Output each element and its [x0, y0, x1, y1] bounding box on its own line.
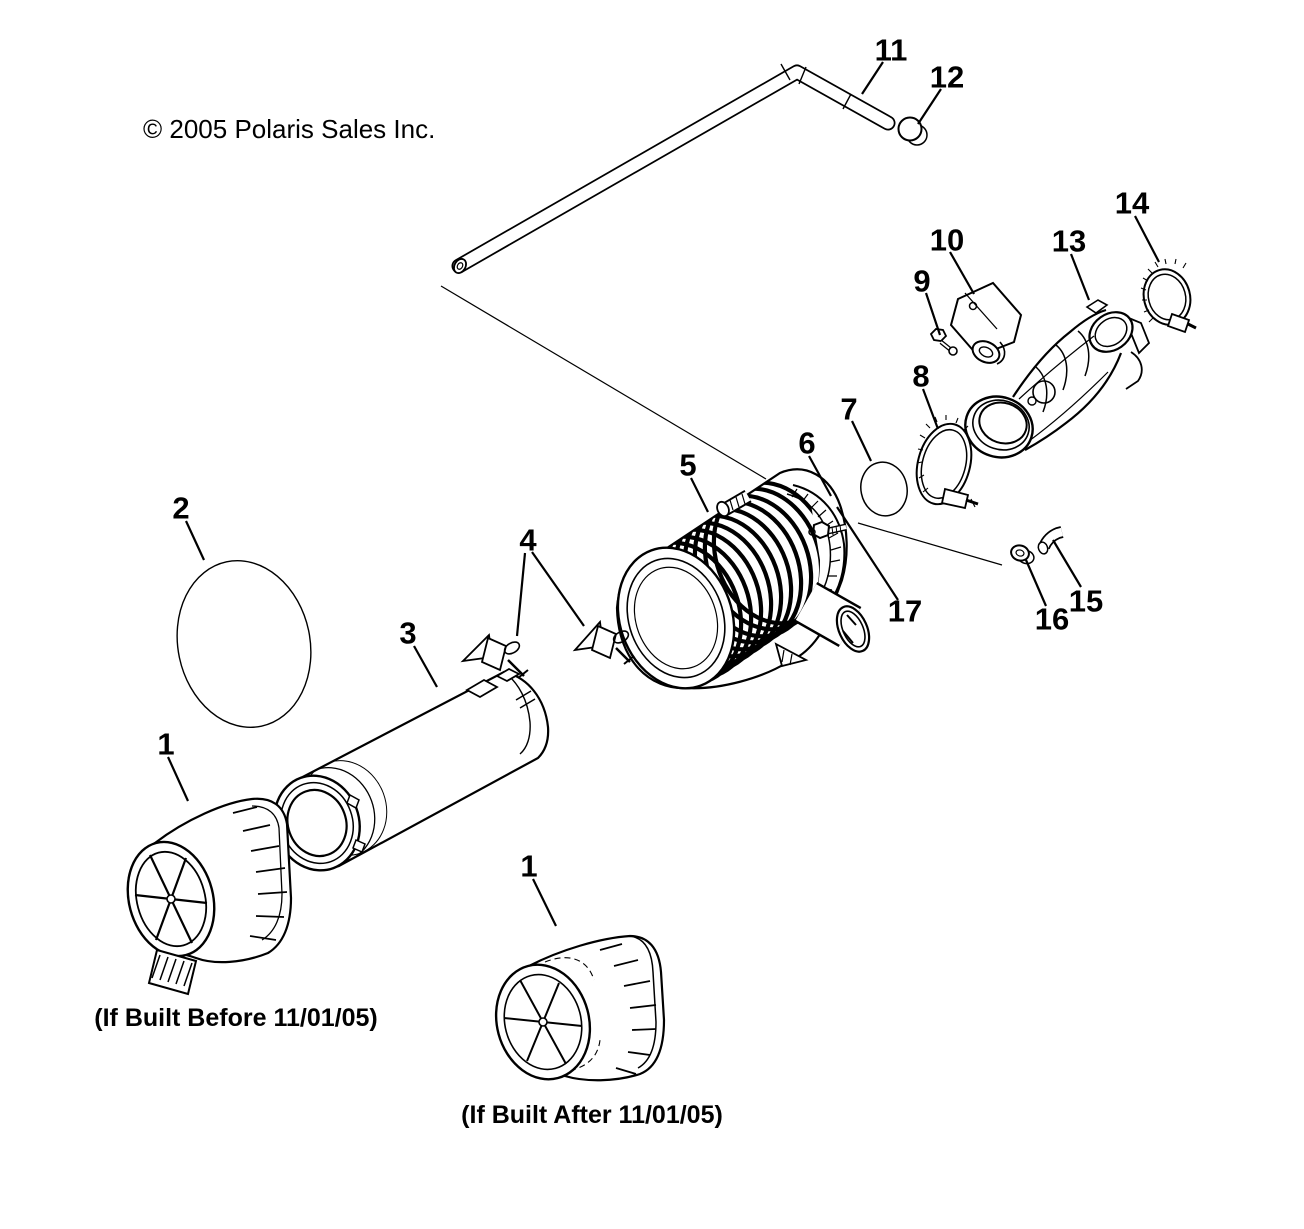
part-breather-tube: [451, 63, 896, 274]
part-screw: [929, 328, 958, 356]
part-clip-b: [572, 619, 635, 665]
callout-5: 5: [679, 448, 696, 483]
airbox-fitting-nipple: [808, 520, 847, 540]
callout-4: 4: [519, 523, 537, 558]
airbox-inlet-neck: [716, 489, 752, 518]
part-cover-after: [494, 934, 666, 1082]
callout-14: 14: [1115, 186, 1150, 221]
cover-star-after: [503, 979, 583, 1065]
part-bracket: [949, 281, 1023, 365]
callout-1-after: 1: [520, 849, 537, 884]
callout-11: 11: [875, 33, 908, 68]
part-elbow-fitting: [1037, 526, 1064, 555]
part-grommet: [1010, 544, 1035, 565]
callout-1-before: 1: [157, 727, 174, 762]
part-clip-a: [460, 633, 529, 679]
callout-12: 12: [930, 60, 964, 95]
cover-star-before: [134, 854, 208, 944]
callout-16: 16: [1035, 602, 1069, 637]
caption-built-after: (If Built After 11/01/05): [461, 1101, 723, 1129]
callout-13: 13: [1052, 224, 1086, 259]
part-cover-before: [126, 797, 293, 996]
part-filter-element: [273, 667, 550, 872]
alignment-lines: [440, 285, 1003, 566]
airbox-outlet-snout: [774, 582, 871, 668]
part-hose-clamp-large: [1140, 258, 1197, 334]
callout-9: 9: [913, 264, 930, 299]
callout-2: 2: [172, 491, 189, 526]
callout-8: 8: [912, 359, 929, 394]
callout-3: 3: [399, 616, 416, 651]
part-ring: [897, 116, 928, 146]
caption-built-before: (If Built Before 11/01/05): [94, 1004, 377, 1032]
part-intake-duct: [964, 299, 1151, 459]
callout-17: 17: [888, 594, 922, 629]
leader-lines: [166, 61, 1160, 927]
part-airbox: [615, 468, 871, 690]
part-prefilter: [176, 559, 312, 729]
callout-6: 6: [798, 426, 815, 461]
callout-labels: 1 1 2 3 4 5 6 7 8 9 10 11 12 13 14 15 16…: [157, 33, 1150, 884]
callout-10: 10: [930, 223, 964, 258]
callout-15: 15: [1069, 584, 1103, 619]
part-seal: [860, 461, 908, 517]
callout-7: 7: [840, 392, 857, 427]
part-hose-clamp-small: [915, 415, 979, 510]
copyright-text: © 2005 Polaris Sales Inc.: [143, 114, 435, 144]
airbox-cover-band: [786, 484, 846, 607]
